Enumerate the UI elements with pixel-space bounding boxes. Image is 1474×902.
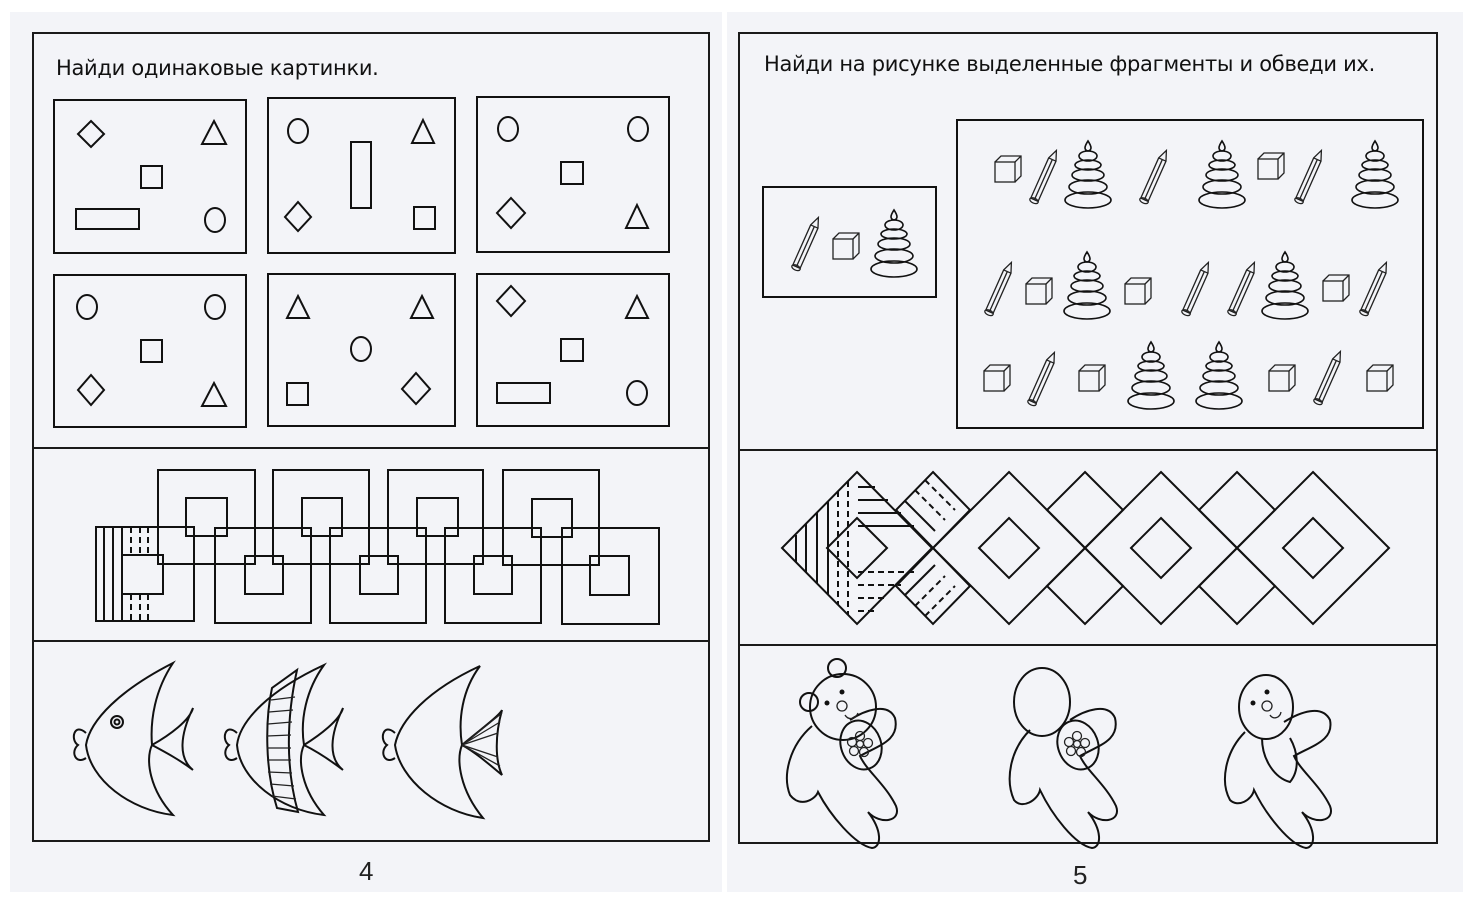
triangle-icon [285,293,311,319]
shape-card-3[interactable] [476,96,670,253]
triangle-icon [200,118,228,145]
circle-icon [287,118,309,144]
triangle-icon [624,202,650,229]
right-section-divider-2 [738,644,1436,646]
sample-fragment-box [762,186,937,298]
shape-card-6[interactable] [476,273,670,427]
fish-row [72,660,503,820]
right-section-divider-1 [738,449,1436,451]
diamond-icon [400,371,432,406]
shape-card-5[interactable] [267,273,456,427]
diamond-icon [495,284,527,318]
left-section-divider-1 [32,447,708,449]
triangle-icon [409,293,435,319]
bear-1-full[interactable] [786,658,898,850]
diamond-icon [283,200,313,233]
diamond-chain-pattern[interactable] [0,0,1474,640]
square-icon [560,338,584,362]
diamond-icon [495,196,527,230]
circle-icon [76,294,98,320]
circle-icon [350,336,372,362]
diamond-icon [76,373,106,407]
circle-icon [497,116,519,142]
left-section-divider-2 [32,640,708,642]
shape-cards-grid [53,96,670,428]
shape-card-1[interactable] [53,99,247,254]
bear-2-no-face[interactable] [1008,667,1118,850]
circle-icon [627,116,649,142]
left-page-number: 4 [359,856,374,886]
diamond-icon [76,119,106,149]
search-grid-box[interactable] [956,119,1424,429]
square-icon [286,382,309,406]
tall-rectangle-icon [350,141,372,209]
left-page [10,12,722,892]
rectangle-icon [75,208,140,230]
square-icon [140,339,163,363]
triangle-icon [410,117,436,144]
circle-icon [204,207,226,233]
shape-card-2[interactable] [267,97,456,254]
bear-row [786,658,1332,850]
square-icon [413,206,436,230]
triangle-icon [624,293,650,319]
rectangle-icon [496,382,551,404]
circle-icon [626,380,648,406]
interlocking-squares-pattern[interactable] [0,0,720,640]
shape-card-4[interactable] [53,274,247,428]
fish-3-striped-tail[interactable] [381,665,503,820]
square-icon [140,165,163,189]
left-page-frame [32,32,710,842]
fish-2-striped[interactable] [223,662,344,817]
bear-3-no-ears[interactable] [1224,674,1332,850]
right-page-frame [738,32,1438,844]
fish-1-with-eye[interactable] [72,660,194,817]
fragment-search-area [762,119,1424,429]
circle-icon [204,294,226,320]
square-icon [560,161,584,185]
right-page-number: 5 [1073,860,1088,890]
right-page-title: Найди на рисунке выделенные фрагменты и … [764,52,1375,76]
triangle-icon [200,380,228,407]
left-page-title: Найди одинаковые картинки. [56,56,379,80]
